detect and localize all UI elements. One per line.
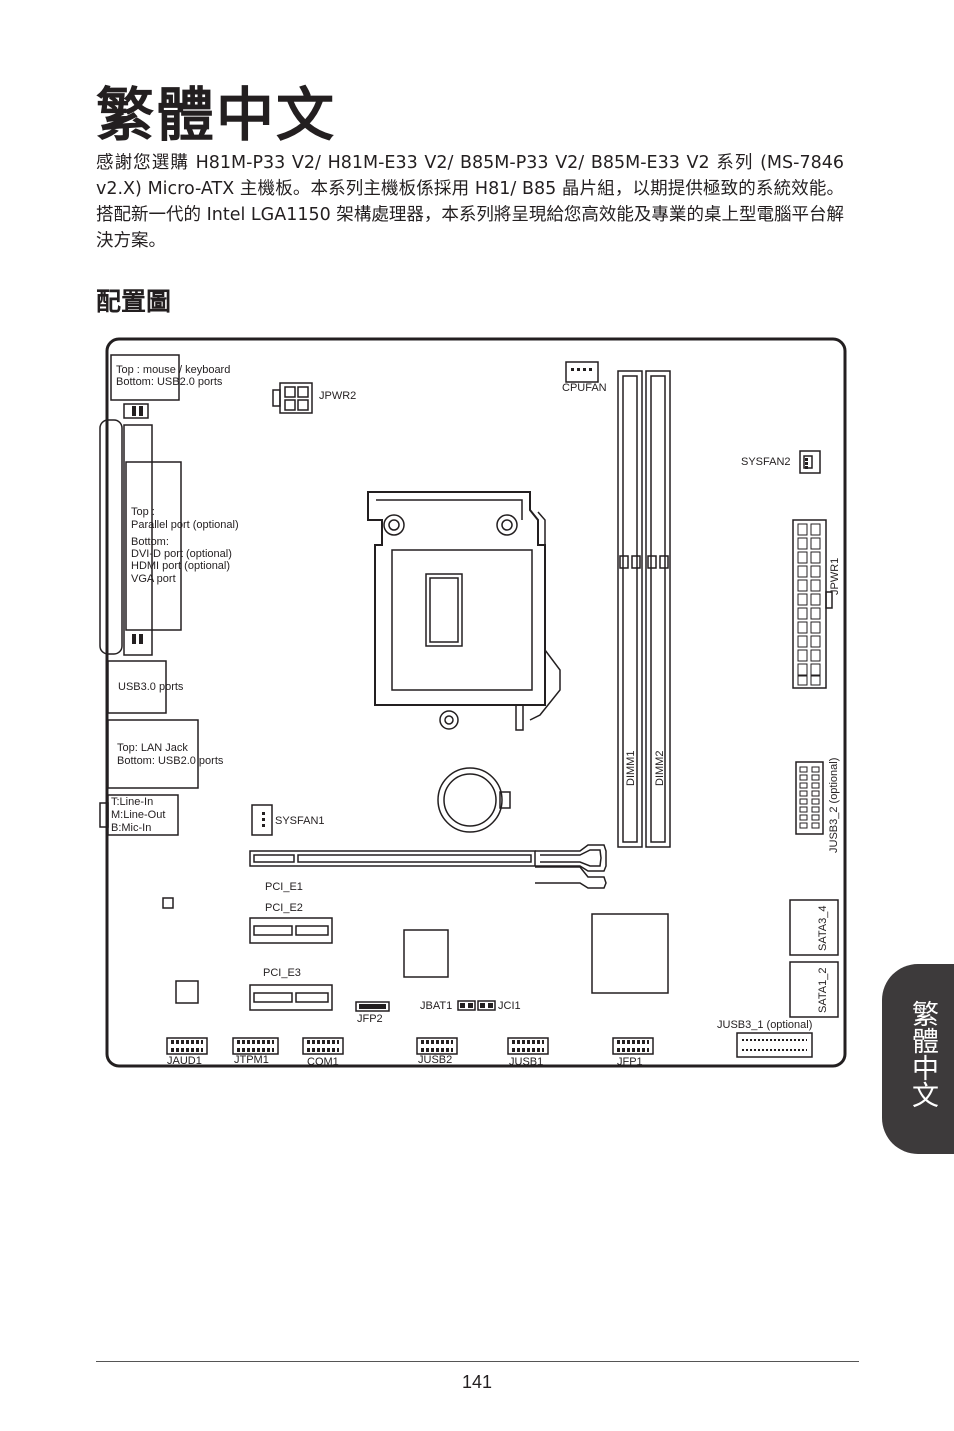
label-jusb3-1: JUSB3_1 (optional) bbox=[717, 1019, 812, 1031]
cpu-socket bbox=[367, 491, 561, 731]
label-jtpm1: JTPM1 bbox=[234, 1054, 269, 1066]
label-jusb1: JUSB1 bbox=[509, 1056, 543, 1068]
io-audio-tab bbox=[99, 802, 109, 828]
label-io-ps2-bottom: Bottom: USB2.0 ports bbox=[116, 376, 223, 388]
pci-e1-slot bbox=[249, 844, 607, 889]
io-video-block bbox=[125, 461, 182, 631]
language-side-tab-label: 繁體中文 bbox=[907, 1000, 938, 1108]
io-lan-block bbox=[107, 719, 199, 789]
label-io-mid-hdmi: HDMI port (optional) bbox=[131, 560, 230, 572]
label-audio-in: T:Line-In bbox=[111, 796, 153, 808]
dimm2-slot bbox=[645, 370, 671, 848]
io-dsub-left bbox=[99, 419, 123, 655]
language-side-tab bbox=[882, 964, 954, 1154]
label-pci-e1: PCI_E1 bbox=[265, 881, 303, 893]
label-usb3: USB3.0 ports bbox=[118, 681, 184, 693]
label-dimm1: DIMM1 bbox=[625, 751, 637, 786]
label-io-mid-parallel: Parallel port (optional) bbox=[131, 519, 239, 531]
jbat1-header bbox=[457, 1000, 476, 1011]
pci-e3-slot bbox=[249, 984, 333, 1011]
cmos-battery bbox=[437, 767, 503, 833]
label-jpwr2: JPWR2 bbox=[319, 390, 356, 402]
label-lan-bottom: Bottom: USB2.0 ports bbox=[117, 755, 224, 767]
pci-e2-slot bbox=[249, 917, 333, 944]
label-jusb3-2: JUSB3_2 (optional) bbox=[828, 758, 840, 853]
jfp1-header bbox=[612, 1037, 654, 1055]
section-title: 配置圖 bbox=[96, 287, 172, 316]
label-pci-e2: PCI_E2 bbox=[265, 902, 303, 914]
jfp2-header bbox=[355, 1001, 390, 1012]
io-dsub-inner bbox=[123, 424, 153, 656]
label-io-mid-top: Top : bbox=[131, 506, 155, 518]
sysfan2-connector bbox=[799, 450, 821, 474]
label-lan-top: Top: LAN Jack bbox=[117, 742, 188, 754]
board-outline bbox=[105, 337, 847, 1068]
label-sata1-2: SATA1_2 bbox=[817, 968, 829, 1013]
jaud1-header bbox=[166, 1037, 208, 1055]
label-jpwr1: JPWR1 bbox=[829, 558, 841, 595]
io-usb3-block bbox=[107, 660, 167, 714]
io-ps2-usb-block bbox=[110, 354, 180, 401]
jci1-header bbox=[477, 1000, 496, 1011]
page-title: 繁體中文 bbox=[96, 81, 337, 149]
label-sysfan2: SYSFAN2 bbox=[741, 456, 791, 468]
label-jfp1: JFP1 bbox=[617, 1056, 643, 1068]
footer-rule bbox=[96, 1361, 859, 1362]
label-jci1: JCI1 bbox=[498, 1000, 521, 1012]
cpufan-connector bbox=[565, 361, 599, 383]
sata1-2-connector bbox=[789, 961, 839, 1018]
page-number: 141 bbox=[461, 1372, 493, 1392]
label-cpufan: CPUFAN bbox=[562, 382, 607, 394]
label-jaud1: JAUD1 bbox=[167, 1055, 202, 1067]
label-io-mid-bottom: Bottom: bbox=[131, 536, 169, 548]
jusb2-header bbox=[416, 1037, 458, 1055]
label-sysfan1: SYSFAN1 bbox=[275, 815, 325, 827]
io-ps2-tab bbox=[123, 403, 149, 419]
label-dimm2: DIMM2 bbox=[654, 751, 666, 786]
chip-small bbox=[403, 929, 449, 978]
motherboard-layout-diagram: Top : mouse / keyboard Bottom: USB2.0 po… bbox=[99, 337, 847, 1068]
label-jusb2: JUSB2 bbox=[418, 1054, 452, 1066]
label-io-mid-dvi: DVI-D port (optional) bbox=[131, 548, 232, 560]
intro-paragraph: 感謝您選購 H81M-P33 V2/ H81M-E33 V2/ B85M-P33… bbox=[96, 153, 844, 251]
label-io-mid-vga: VGA port bbox=[131, 573, 176, 585]
dimm1-slot bbox=[617, 370, 643, 848]
label-jbat1: JBAT1 bbox=[420, 1000, 452, 1012]
jusb1-header bbox=[507, 1037, 549, 1055]
label-sata3-4: SATA3_4 bbox=[817, 906, 829, 951]
label-io-ps2-top: Top : mouse / keyboard bbox=[116, 364, 230, 376]
chipset bbox=[591, 913, 669, 994]
jtpm1-header bbox=[232, 1037, 279, 1055]
label-audio-out: M:Line-Out bbox=[111, 809, 165, 821]
label-audio-mic: B:Mic-In bbox=[111, 822, 151, 834]
sysfan1-connector bbox=[251, 804, 273, 836]
sata3-4-connector bbox=[789, 899, 839, 956]
label-com1: COM1 bbox=[307, 1056, 339, 1068]
jusb3-2-header bbox=[795, 761, 824, 835]
com1-header bbox=[302, 1037, 344, 1055]
jusb3-1-header bbox=[736, 1032, 813, 1058]
label-pci-e3: PCI_E3 bbox=[263, 967, 301, 979]
label-jfp2: JFP2 bbox=[357, 1013, 383, 1025]
